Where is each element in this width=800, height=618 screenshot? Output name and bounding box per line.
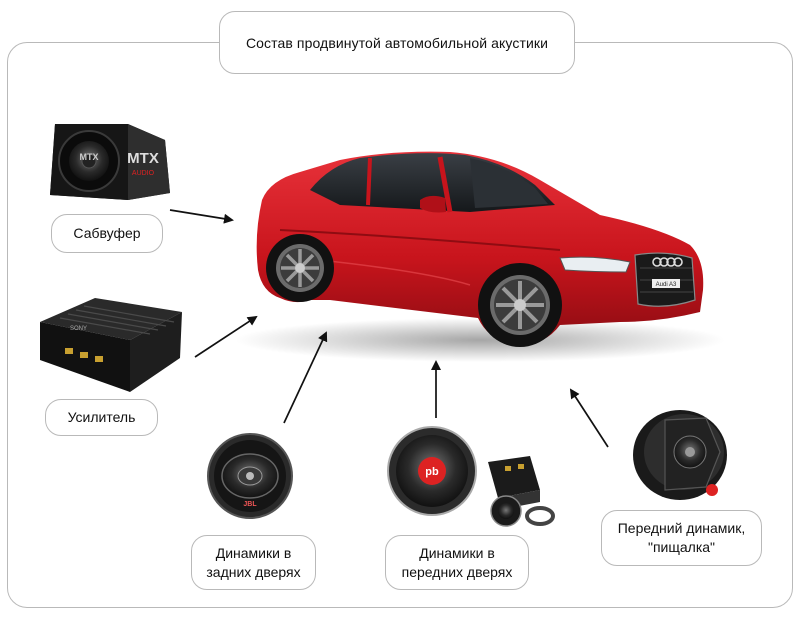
arrow-amplifier: [194, 315, 258, 358]
arrow-subwoofer: [169, 209, 234, 224]
amplifier-brand: SONY: [70, 326, 87, 332]
rear-speaker-brand: JBL: [243, 501, 257, 508]
tweeter-image: [633, 410, 727, 500]
arrows: [169, 209, 609, 448]
diagram-title: Состав продвинутой автомобильной акустик…: [219, 11, 575, 74]
subwoofer-brand: MTX: [127, 150, 159, 167]
label-front-speakers: Динамики в передних дверях: [385, 535, 529, 590]
arrow-tweeter: [569, 388, 609, 448]
subwoofer-cone-brand: MTX: [80, 152, 99, 162]
label-tweeter: Передний динамик, "пищалка": [601, 510, 762, 566]
rear-speaker-image: JBL: [207, 433, 293, 519]
label-rear-speakers: Динамики в задних дверях: [191, 535, 316, 590]
car-rear-wheel: [266, 234, 334, 302]
car-model-badge: Audi A3: [656, 282, 677, 288]
car-front-wheel: [478, 263, 562, 347]
arrow-rear-speakers: [283, 331, 328, 424]
front-speaker-brand: pb: [425, 466, 439, 478]
car-image: Audi A3: [235, 151, 725, 362]
subwoofer-brand-sub: AUDIO: [132, 170, 155, 177]
label-amplifier: Усилитель: [45, 399, 158, 436]
front-speaker-image: pb: [387, 426, 555, 527]
amplifier-image: SONY: [40, 298, 182, 392]
subwoofer-image: MTX AUDIO MTX: [50, 124, 170, 200]
label-subwoofer: Сабвуфер: [51, 214, 163, 253]
